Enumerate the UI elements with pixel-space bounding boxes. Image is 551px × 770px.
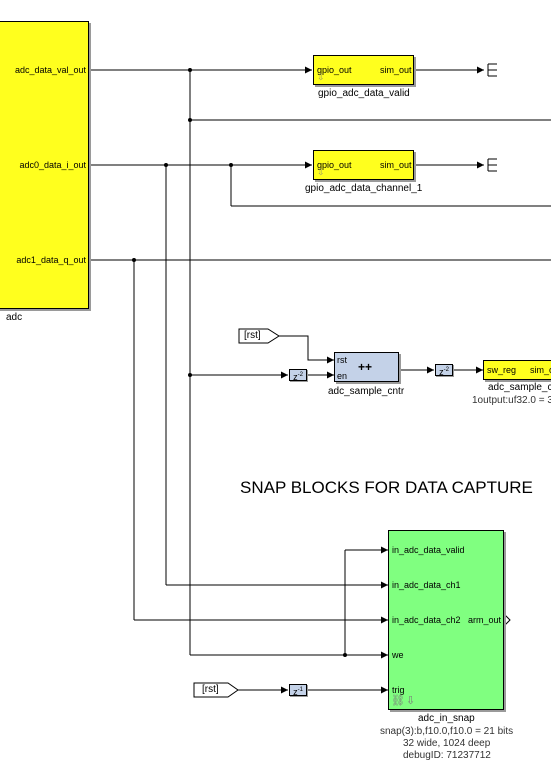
junction — [132, 258, 136, 262]
gpio-valid-in-port: gpio_out — [317, 65, 352, 75]
arm-out-port-chevron — [504, 614, 511, 626]
gpio-ch1-down-arrow-icon: ⇩ — [317, 167, 325, 177]
sample-reg-in-port: sw_reg — [487, 365, 517, 375]
delay-trig[interactable]: z-1 — [289, 684, 307, 697]
snap-info-line-1: snap(3):b,f10.0,f10.0 = 21 bits — [380, 726, 514, 737]
snap-port-ch1: in_adc_data_ch1 — [392, 580, 461, 590]
gpio-ch1-out-port: sim_out — [380, 160, 412, 170]
sample-reg-label: adc_sample_c — [488, 382, 551, 393]
junction — [343, 653, 347, 657]
adc-port-q: adc1_data_q_out — [16, 255, 86, 265]
delay-trig-z: z — [293, 687, 298, 697]
delay-cntr-z: z — [439, 367, 444, 377]
sample-reg-block[interactable] — [483, 360, 551, 380]
adc-port-val: adc_data_val_out — [14, 65, 86, 75]
snap-port-we: we — [392, 650, 404, 660]
delay-cntr[interactable]: z-2 — [435, 364, 453, 377]
snap-link-icon: ⛓ — [391, 695, 405, 707]
junction — [229, 163, 233, 167]
snap-label: adc_in_snap — [418, 713, 475, 724]
terminator-ch1 — [487, 158, 497, 172]
delay-cntr-exp: -2 — [443, 367, 449, 373]
snap-info-line-2: 32 wide, 1024 deep — [403, 738, 491, 749]
counter-port-rst: rst — [337, 355, 347, 365]
delay-en-z: z — [293, 372, 298, 382]
terminator-valid — [487, 63, 497, 77]
snap-port-ch2: in_adc_data_ch2 — [392, 615, 461, 625]
snap-block[interactable] — [388, 530, 504, 710]
rst-tag-bottom-shape — [193, 682, 239, 698]
delay-en[interactable]: z-2 — [289, 369, 307, 382]
gpio-valid-label: gpio_adc_data_valid — [318, 88, 410, 99]
counter-label: adc_sample_cntr — [328, 386, 405, 397]
snap-down-arrow-icon: ⇩ — [406, 695, 416, 707]
gpio-valid-down-arrow-icon: ⇩ — [317, 72, 325, 82]
adc-port-i: adc0_data_i_out — [19, 160, 86, 170]
junction — [188, 373, 192, 377]
sample-reg-info: 1output:uf32.0 = 3 — [472, 395, 551, 406]
counter-symbol: ++ — [358, 360, 373, 374]
counter-block[interactable] — [334, 352, 399, 382]
rst-tag-top[interactable]: [rst] — [244, 330, 261, 341]
junction — [188, 118, 192, 122]
adc-label: adc — [6, 312, 23, 323]
gpio-ch1-label: gpio_adc_data_channel_1 — [305, 183, 423, 194]
junction — [188, 68, 192, 72]
rst-tag-bottom[interactable]: [rst] — [202, 684, 219, 695]
sample-reg-out-port: sim_o — [530, 365, 551, 375]
delay-en-exp: -2 — [297, 372, 303, 378]
section-heading: SNAP BLOCKS FOR DATA CAPTURE — [240, 478, 533, 497]
gpio-valid-out-port: sim_out — [380, 65, 412, 75]
snap-port-trig: trig — [392, 685, 405, 695]
gpio-ch1-in-port: gpio_out — [317, 160, 352, 170]
snap-out-port: arm_out — [468, 615, 502, 625]
adc-block[interactable] — [0, 21, 89, 309]
junction — [164, 163, 168, 167]
counter-port-en: en — [337, 371, 348, 381]
snap-info-line-3: debugID: 71237712 — [403, 750, 491, 761]
delay-trig-exp: -1 — [297, 687, 303, 693]
gpio-valid-block[interactable] — [313, 55, 414, 85]
rst-tag-top-shape — [238, 328, 280, 344]
gpio-ch1-block[interactable] — [313, 150, 414, 180]
wire-rst-to-counter — [279, 335, 334, 364]
snap-port-valid: in_adc_data_valid — [392, 545, 465, 555]
